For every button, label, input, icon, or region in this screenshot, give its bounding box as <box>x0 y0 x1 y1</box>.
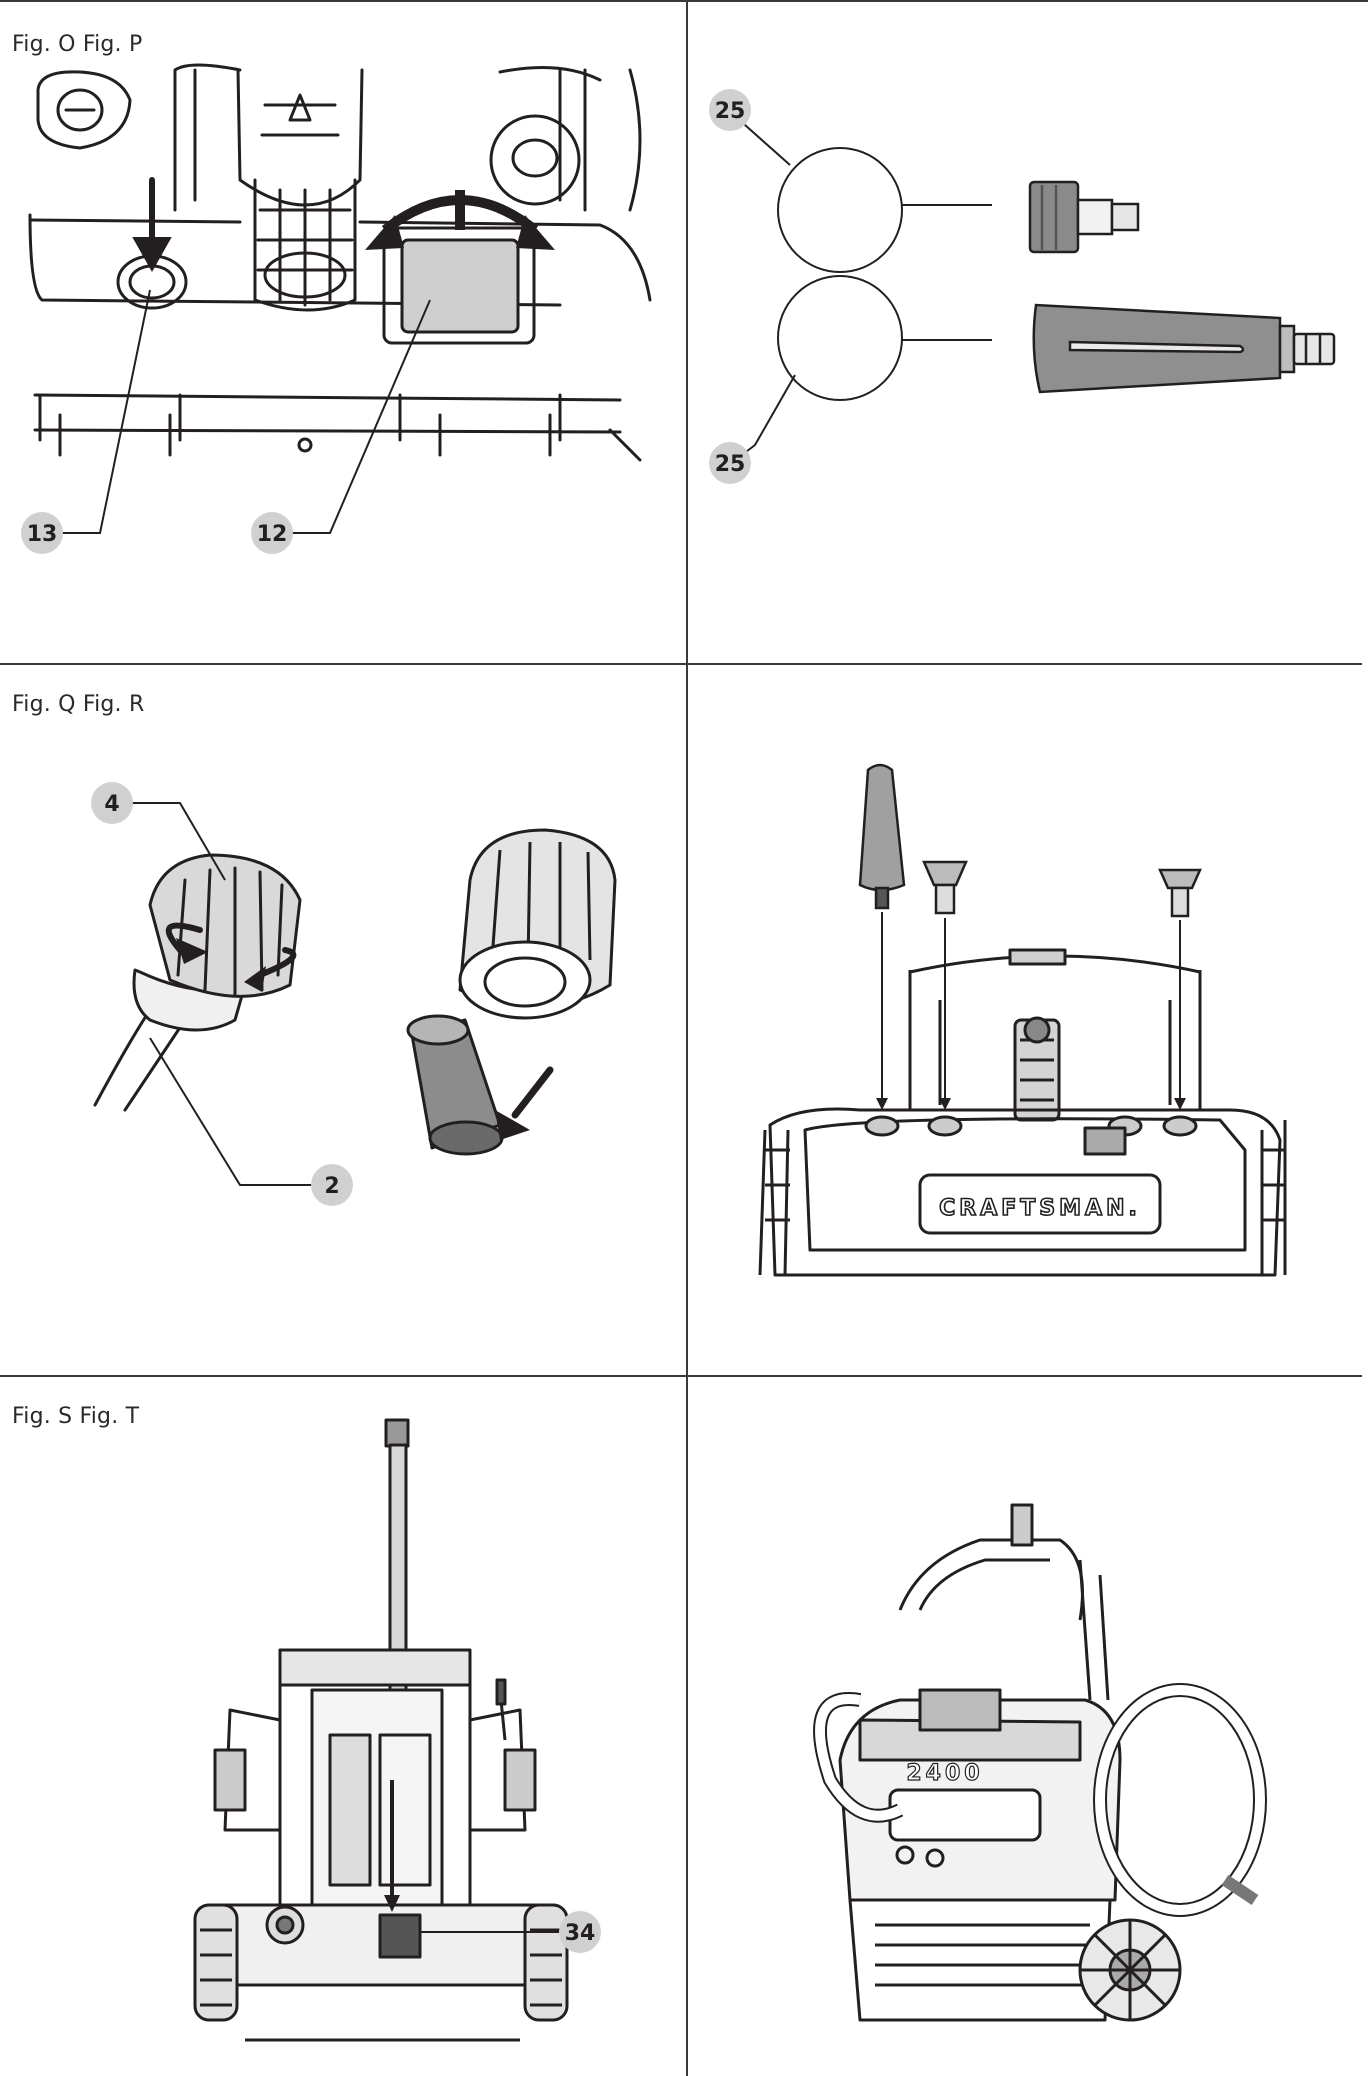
turbo-nozzle <box>1032 303 1336 394</box>
brand-logo: CRAFTSMAN. <box>939 1196 1141 1221</box>
fig-label-q-r: Fig. Q Fig. R <box>12 692 145 717</box>
quick-nozzle-item-left <box>922 860 968 887</box>
callout-12: 12 <box>251 512 293 554</box>
svg-text:34: 34 <box>565 1921 596 1946</box>
quick-nozzle-item-right <box>1158 868 1202 890</box>
top-rule <box>0 0 1368 2</box>
fig-p-illustration: 25 25 <box>709 89 1336 484</box>
plate-logo: 2400 <box>906 1761 983 1786</box>
filter-cartridge <box>406 1014 504 1156</box>
fig-label-o-p: Fig. O Fig. P <box>12 32 143 57</box>
row-divider-1 <box>0 663 1362 665</box>
callout-2: 2 <box>311 1164 353 1206</box>
fig-q-illustration: 4 2 <box>91 782 617 1206</box>
svg-text:12: 12 <box>257 522 288 547</box>
callout-25-top: 25 <box>709 89 751 131</box>
quick-connect-nozzle <box>1028 180 1140 254</box>
callout-4: 4 <box>91 782 133 824</box>
fig-o-illustration: 13 12 <box>21 63 652 554</box>
svg-text:2: 2 <box>324 1174 339 1199</box>
svg-text:13: 13 <box>27 522 58 547</box>
svg-text:25: 25 <box>715 99 746 124</box>
callout-25-bottom: 25 <box>709 442 751 484</box>
row-divider-2 <box>0 1375 1362 1377</box>
callout-13: 13 <box>21 512 63 554</box>
svg-text:25: 25 <box>715 452 746 477</box>
fig-r-illustration: CRAFTSMAN. <box>758 763 1287 1277</box>
turbo-nozzle-item <box>858 763 906 892</box>
fig-s-illustration: 34 <box>193 1418 601 2042</box>
callout-34: 34 <box>559 1911 601 1953</box>
column-divider <box>686 0 688 2076</box>
fig-label-s-t: Fig. S Fig. T <box>12 1404 140 1429</box>
svg-text:4: 4 <box>104 792 119 817</box>
